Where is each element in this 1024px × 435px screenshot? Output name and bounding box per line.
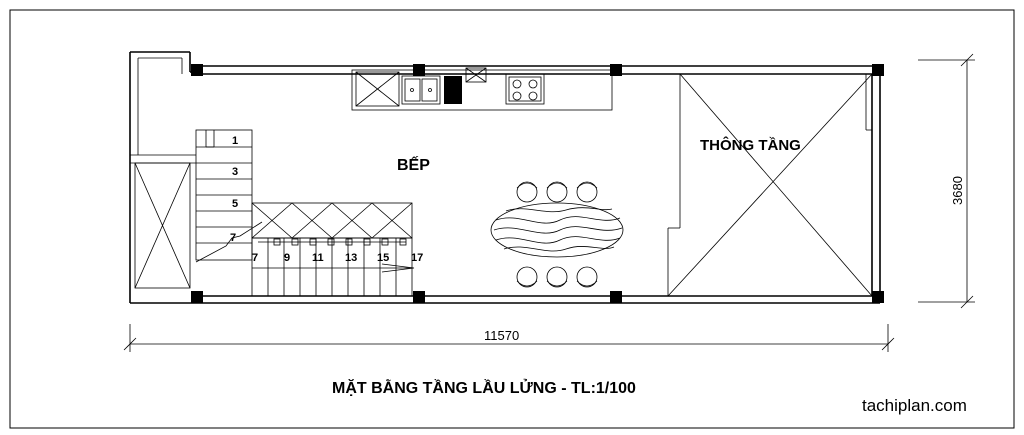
stair-number: 11 xyxy=(312,252,324,264)
dimension-depth-label: 3680 xyxy=(950,176,965,205)
stair-number: 1 xyxy=(232,135,238,147)
drawing-border xyxy=(9,9,1015,429)
void-area xyxy=(667,73,873,297)
watermark: tachiplan.com xyxy=(862,396,967,415)
stair-number: 7 xyxy=(230,232,236,244)
drawing-title: MẶT BẰNG TẦNG LẦU LỬNG - TL:1/100 xyxy=(332,378,636,397)
stair-number: 5 xyxy=(232,198,238,210)
stair-number: 17 xyxy=(411,252,423,264)
room-label-void: THÔNG TẦNG xyxy=(700,136,801,154)
kitchen-counter xyxy=(351,67,613,111)
dining-set xyxy=(490,181,624,288)
stair-number: 7 xyxy=(252,252,258,264)
dimension-width xyxy=(123,324,895,352)
left-shaft xyxy=(134,162,191,289)
stair-number: 15 xyxy=(377,252,389,264)
structural-columns xyxy=(191,64,884,303)
stair-number: 9 xyxy=(284,252,290,264)
outer-walls xyxy=(129,51,881,304)
stair-number: 13 xyxy=(345,252,357,264)
stair-step-numbers: 1 3 5 7 7 9 11 13 15 17 xyxy=(230,135,423,264)
dimension-width-label: 11570 xyxy=(484,328,519,343)
room-label-kitchen: BẾP xyxy=(397,155,430,174)
dimension-depth xyxy=(918,53,975,309)
staircase xyxy=(195,129,415,297)
stair-number: 3 xyxy=(232,166,238,178)
